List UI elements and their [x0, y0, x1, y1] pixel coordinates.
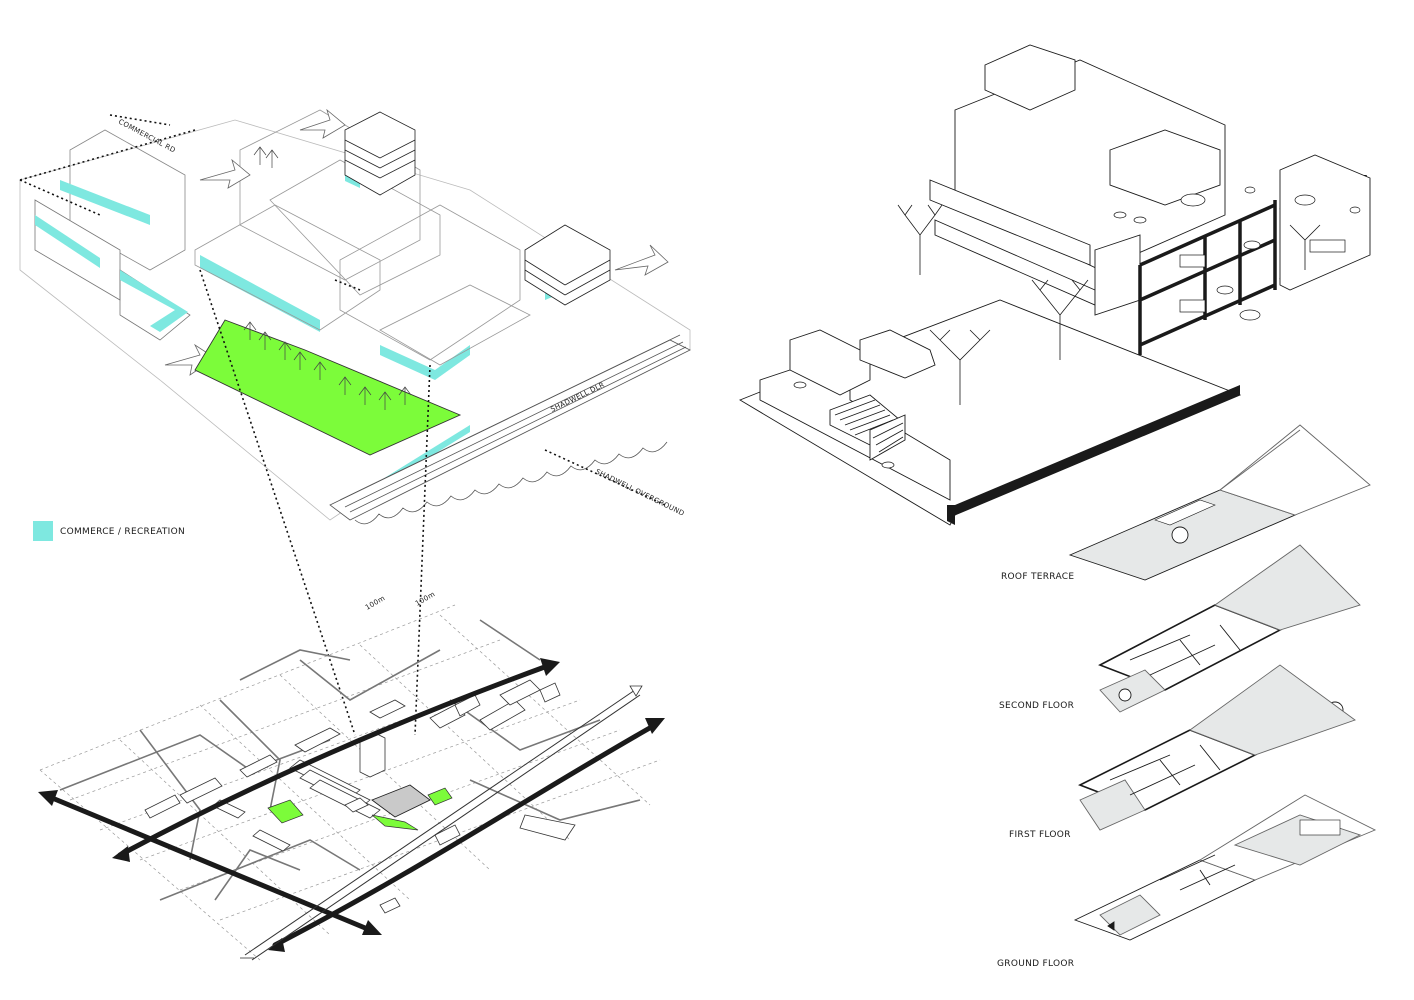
commerce-strips: [35, 175, 605, 497]
scale-label-b: 100m: [414, 590, 437, 608]
green-park: [194, 319, 462, 456]
stair: [829, 394, 906, 461]
street-network: [59, 619, 641, 901]
floor-label-second-floor: SECOND FLOOR: [999, 701, 1074, 711]
map-green-spaces: [267, 787, 453, 831]
site-plot: [371, 784, 431, 818]
map-buildings: [144, 679, 576, 914]
rail-viaduct: [329, 334, 691, 525]
exploded-floor-plans: [1068, 424, 1377, 941]
site-massing-axonometric: [19, 108, 691, 736]
dotted-road-lines: [19, 114, 666, 736]
furniture: [793, 186, 1361, 469]
legend-swatch: [33, 521, 53, 541]
route-arrows: [42, 662, 658, 948]
plan-roof-terrace: [1068, 424, 1371, 581]
map-rail-line: [240, 689, 641, 961]
floor-label-ground-floor: GROUND FLOOR: [997, 959, 1074, 969]
scale-label-a: 100m: [364, 594, 387, 612]
map-rail-arrowhead: [629, 685, 643, 697]
trees: [243, 146, 412, 410]
movement-arrows: [164, 108, 669, 376]
building-axonometric-section: [738, 44, 1371, 526]
area-map: [38, 604, 665, 961]
car: [859, 329, 936, 379]
building-trees: [897, 204, 1321, 405]
tower-block: [344, 111, 611, 306]
floor-label-roof-terrace: ROOF TERRACE: [1001, 572, 1074, 582]
plan-first-floor: [1078, 664, 1356, 831]
central-blocks: [194, 109, 531, 366]
plan-ground-floor: [1073, 794, 1377, 941]
shadwell-overground-label: SHADWELL OVERGROUND: [594, 468, 686, 518]
plan-second-floor: [1098, 544, 1361, 719]
floor-label-first-floor: FIRST FLOOR: [1009, 830, 1071, 840]
route-arrowheads: [38, 658, 665, 952]
legend-label: COMMERCE / RECREATION: [60, 527, 185, 537]
